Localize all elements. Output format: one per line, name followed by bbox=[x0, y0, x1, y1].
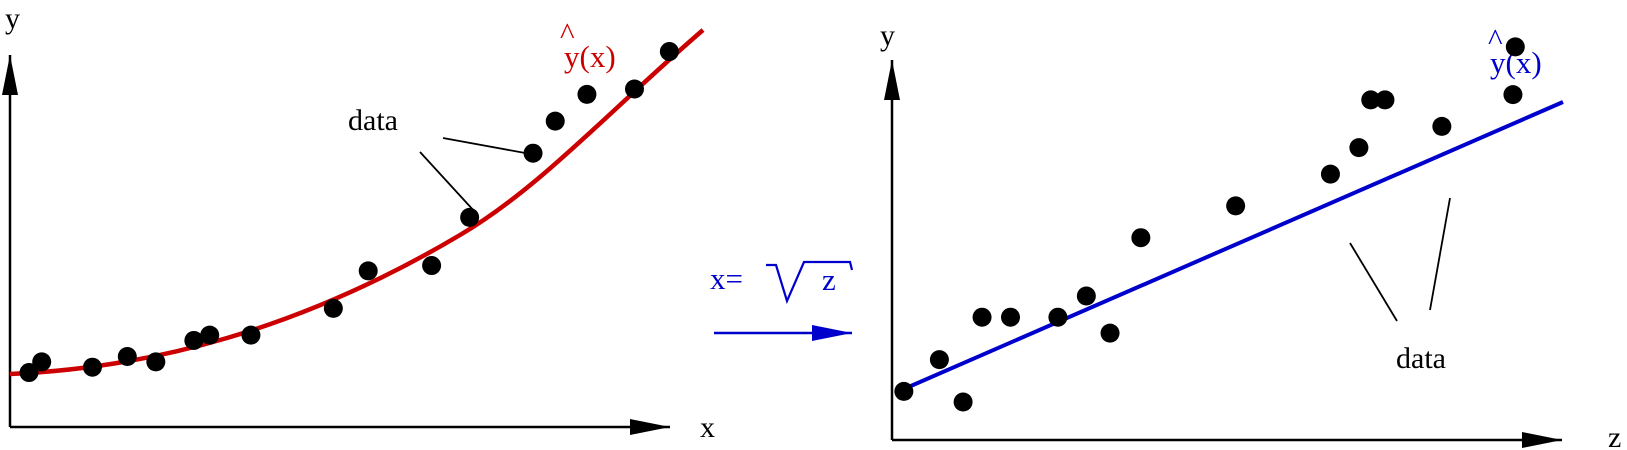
left-data-point-10 bbox=[358, 261, 378, 281]
left-data-point-3 bbox=[82, 357, 102, 377]
right-data-points bbox=[894, 37, 1525, 412]
left-fit-curve bbox=[9, 28, 705, 377]
left-data-point-4 bbox=[117, 347, 137, 366]
left-data-point-14 bbox=[545, 111, 565, 131]
left-data-point-15 bbox=[577, 84, 597, 104]
right-data-point-14 bbox=[1375, 90, 1395, 110]
left-note-leader-1 bbox=[419, 151, 476, 213]
left-data-point-17 bbox=[659, 42, 679, 62]
left-data-point-5 bbox=[146, 352, 166, 372]
left-panel: y x ^ y(x) data bbox=[1, 2, 715, 444]
radical-sign bbox=[766, 260, 854, 305]
right-data-point-6 bbox=[1048, 307, 1068, 327]
left-data-point-9 bbox=[323, 298, 343, 318]
right-data-point-9 bbox=[1131, 228, 1151, 248]
left-data-point-16 bbox=[624, 79, 644, 99]
left-data-point-13 bbox=[523, 143, 543, 163]
right-note-leader-2 bbox=[1429, 197, 1451, 311]
right-data-point-8 bbox=[1100, 323, 1120, 343]
right-data-point-17 bbox=[1505, 37, 1525, 57]
left-fit-hat: ^ bbox=[560, 16, 575, 51]
left-data-point-6 bbox=[184, 330, 204, 350]
right-data-note: data bbox=[1396, 342, 1446, 375]
transform-lhs: x= bbox=[710, 261, 743, 296]
right-y-axis-label: y bbox=[880, 19, 895, 52]
right-data-point-13 bbox=[1361, 90, 1381, 110]
left-data-point-7 bbox=[200, 325, 220, 345]
right-data-point-11 bbox=[1320, 164, 1340, 184]
left-y-axis-label: y bbox=[5, 2, 20, 35]
right-data-point-10 bbox=[1226, 196, 1246, 216]
right-data-point-16 bbox=[1503, 85, 1523, 105]
right-data-point-1 bbox=[894, 381, 914, 401]
right-x-axis-label: z bbox=[1608, 421, 1621, 450]
right-data-point-4 bbox=[972, 307, 992, 327]
right-data-point-5 bbox=[1001, 307, 1020, 327]
left-data-point-8 bbox=[241, 325, 261, 345]
right-note-leader-1 bbox=[1349, 242, 1398, 322]
right-data-point-2 bbox=[929, 350, 949, 370]
left-fit-label: y(x) bbox=[564, 39, 616, 74]
transform-indicator: x= z bbox=[710, 260, 854, 341]
left-data-point-1 bbox=[19, 363, 39, 383]
left-data-points bbox=[19, 42, 679, 383]
right-panel: y z ^ y(x) data bbox=[880, 19, 1621, 450]
left-data-point-11 bbox=[422, 256, 442, 276]
right-data-point-3 bbox=[953, 392, 973, 412]
right-data-point-12 bbox=[1349, 138, 1369, 158]
left-note-leader-2 bbox=[442, 137, 537, 156]
right-fit-hat: ^ bbox=[1488, 22, 1503, 57]
right-fit-line bbox=[896, 100, 1564, 394]
right-data-point-7 bbox=[1076, 286, 1096, 306]
left-data-point-12 bbox=[460, 207, 480, 227]
left-data-point-2 bbox=[32, 352, 52, 372]
left-data-note: data bbox=[348, 104, 398, 137]
transform-radicand: z bbox=[822, 262, 836, 297]
right-data-point-15 bbox=[1432, 116, 1452, 136]
left-x-axis-label: x bbox=[700, 411, 715, 444]
